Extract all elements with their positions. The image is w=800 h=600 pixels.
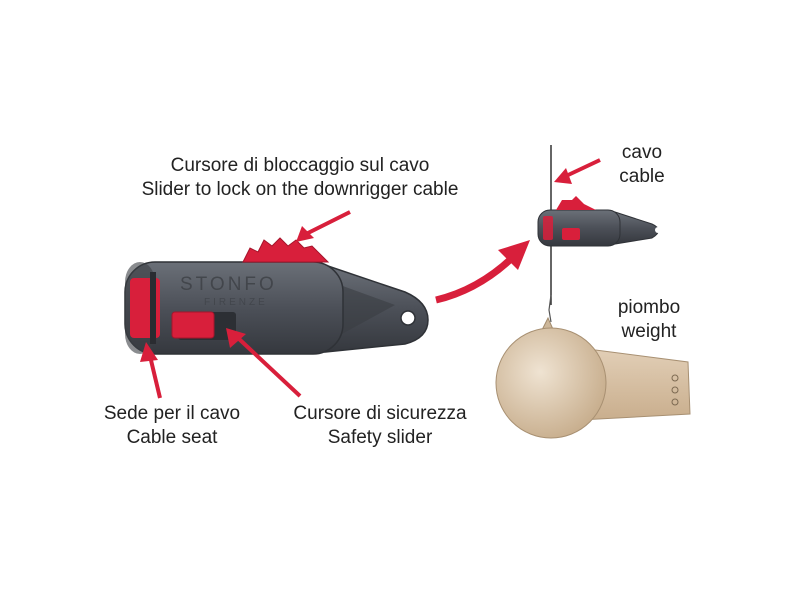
weight-leader-line (548, 294, 552, 323)
arrow-to-cable-line (565, 158, 601, 178)
arrow-to-cable-line-head (554, 168, 572, 184)
cable-assembly (495, 145, 691, 439)
large-clip-tail-groove (340, 285, 395, 335)
label-weight-it: piombo (617, 297, 681, 318)
small-clip-eyelet (655, 227, 661, 233)
small-clip-lock-slider (556, 196, 596, 210)
brand-city-engraving: FIRENZE (204, 297, 268, 308)
weight-ball (495, 327, 607, 439)
arrow-to-cable-seat-head (140, 342, 158, 362)
safety-slider-red (171, 311, 215, 339)
arrow-to-safety-slider (236, 336, 302, 398)
weight-hole (671, 386, 679, 394)
label-safety-slider-it: Cursore di sicurezza (293, 403, 467, 424)
label-cable-seat: Sede per il cavo Cable seat (82, 402, 262, 450)
large-clip-eyelet (400, 310, 416, 326)
callout-arrows (140, 158, 601, 399)
small-clip-tail (614, 211, 659, 245)
weight-hole (671, 374, 679, 382)
label-slider-lock-it: Cursore di bloccaggio sul cavo (170, 155, 430, 176)
curved-transition-arrow-head (498, 240, 530, 270)
label-slider-lock: Cursore di bloccaggio sul cavo Slider to… (60, 154, 540, 202)
lock-slider-red (242, 237, 330, 263)
arrow-to-lock-slider (305, 210, 351, 236)
label-weight-en: weight (621, 321, 677, 342)
label-cable-seat-en: Cable seat (126, 427, 218, 448)
label-weight: piombo weight (604, 296, 694, 344)
small-clip-cable-seat (543, 216, 553, 240)
cable-seat-slot (150, 272, 156, 344)
label-safety-slider-en: Safety slider (327, 427, 433, 448)
label-cable-it: cavo (621, 142, 663, 163)
label-cable-seat-it: Sede per il cavo (103, 403, 241, 424)
small-clip-safety-slider (562, 228, 580, 240)
label-slider-lock-en: Slider to lock on the downrigger cable (141, 179, 459, 200)
arrow-to-lock-slider-head (296, 226, 314, 242)
arrow-to-safety-slider-head (226, 328, 246, 348)
label-safety-slider: Cursore di sicurezza Safety slider (280, 402, 480, 450)
label-cable: cavo cable (606, 141, 678, 189)
arrow-to-cable-seat (148, 355, 162, 399)
weight-hole (671, 398, 679, 406)
curved-transition-arrow (435, 255, 515, 304)
brand-engraving: STONFO (180, 274, 277, 295)
large-clip: STONFO FIRENZE (124, 237, 429, 355)
label-cable-en: cable (619, 166, 665, 187)
